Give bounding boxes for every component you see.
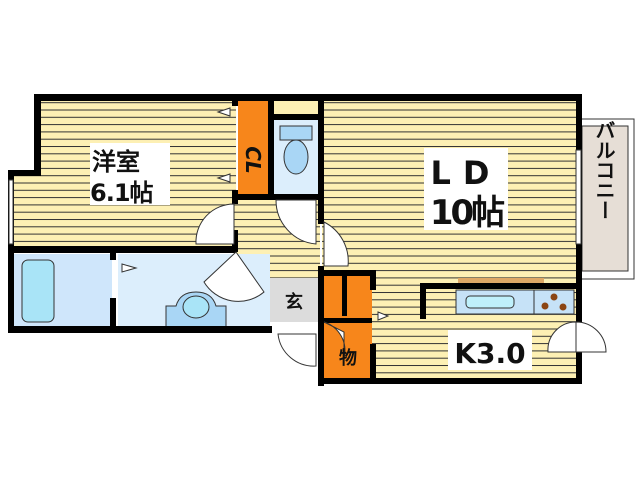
- ld-name: LD: [431, 154, 502, 192]
- basin-bowl-icon: [182, 295, 210, 319]
- western-room-label-bg: [90, 143, 170, 205]
- hall-top-floor: [272, 100, 318, 118]
- sink-icon: [465, 295, 515, 309]
- entrance: [270, 278, 318, 322]
- bathtub-icon: [21, 259, 55, 323]
- ld-label-bg: [424, 148, 508, 230]
- closet: [238, 100, 268, 195]
- western-room-size: 6.1帖: [90, 179, 154, 207]
- storage-label: 物: [339, 347, 357, 369]
- entrance-label: 玄: [285, 291, 303, 313]
- windows: [8, 149, 582, 245]
- door-swings: [195, 199, 607, 367]
- toilet-tank-icon: [279, 125, 313, 141]
- sliding-door-marks: [121, 107, 390, 321]
- western-room-floor: [12, 100, 236, 248]
- kitchen-label-bg: [448, 330, 532, 370]
- toilet-bowl-icon: [283, 139, 309, 175]
- western-room-name: 洋室: [92, 148, 140, 176]
- kitchen-label: K3.0: [454, 337, 525, 370]
- balcony: [581, 125, 629, 272]
- ld-size: 10帖: [430, 193, 505, 233]
- counter-top: [458, 278, 544, 285]
- closet-label: CL: [241, 146, 265, 173]
- stove-icon: [541, 293, 567, 311]
- balcony-label: バルコニー: [592, 120, 616, 220]
- walls: [8, 94, 582, 386]
- storage-closet: [324, 276, 372, 380]
